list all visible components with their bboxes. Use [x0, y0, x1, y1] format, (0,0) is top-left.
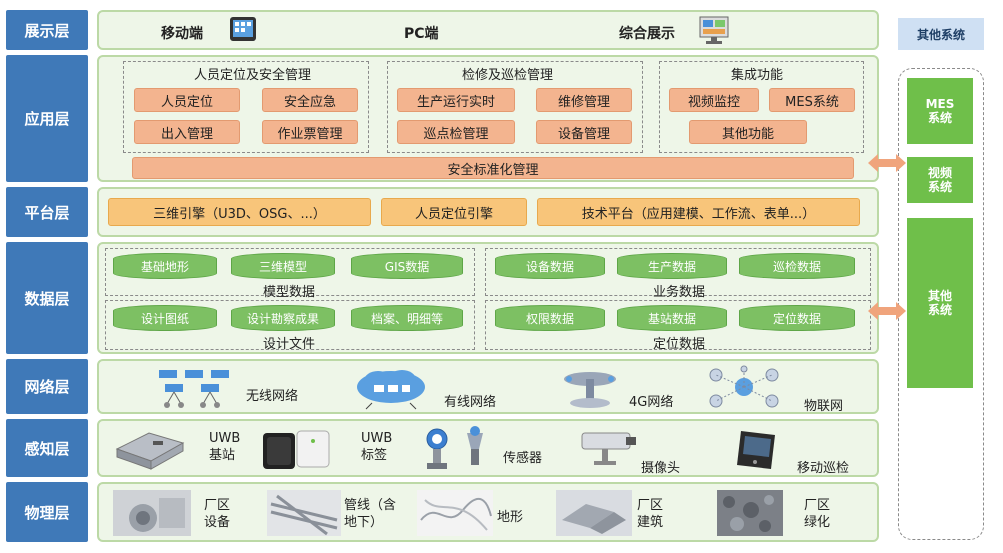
data-item-production: 生产数据 [617, 253, 727, 279]
display-mobile-label: 移动端 [161, 26, 203, 42]
app-item-mes-system: MES系统 [769, 88, 855, 112]
factory-building-image [556, 490, 632, 536]
platform-location-engine: 人员定位引擎 [381, 198, 527, 226]
display-integrated-label: 综合展示 [619, 26, 675, 42]
other-system-other: 其他 系统 [907, 218, 973, 388]
layer-label-display: 展示层 [6, 10, 88, 50]
platform-technology-platform: 技术平台（应用建模、工作流、表单...） [537, 198, 860, 226]
layer-label-application: 应用层 [6, 55, 88, 182]
perception-uwb-station-label: UWB 基站 [209, 431, 241, 463]
app-item-other-functions: 其他功能 [689, 120, 807, 144]
other-systems-title: 其他系统 [898, 18, 984, 50]
physical-pipeline-label: 管线（含 地下） [344, 498, 397, 530]
network-iot-label: 物联网 [804, 399, 844, 414]
data-group-business [485, 248, 871, 296]
data-item-base-station: 基站数据 [617, 305, 727, 331]
camera-icon [581, 432, 636, 465]
factory-equipment-image [113, 490, 191, 536]
data-item-3d-model: 三维模型 [231, 253, 335, 279]
data-item-archives: 档案、明细等 [351, 305, 463, 331]
data-item-design-drawings: 设计图纸 [113, 305, 217, 331]
pipeline-image [267, 490, 341, 536]
data-item-survey-results: 设计勘察成果 [231, 305, 335, 331]
data-integration-arrow [868, 302, 906, 320]
app-group-maintenance [387, 61, 643, 153]
greening-image [717, 490, 783, 536]
platform-panel: 三维引擎（U3D、OSG、...） 人员定位引擎 技术平台（应用建模、工作流、表… [97, 187, 879, 237]
data-item-equipment: 设备数据 [495, 253, 605, 279]
app-item-repair-management: 维修管理 [536, 88, 632, 112]
layer-label-network: 网络层 [6, 359, 88, 414]
network-wireless-label: 无线网络 [246, 389, 299, 404]
other-systems-container [898, 68, 984, 540]
uwb-tag-icon [263, 430, 330, 469]
app-item-personnel-location: 人员定位 [134, 88, 240, 112]
data-group-model [105, 248, 475, 296]
network-wired-label: 有线网络 [444, 395, 497, 410]
application-integration-arrow [868, 154, 906, 172]
app-item-work-permit: 作业票管理 [262, 120, 358, 144]
perception-mobile-patrol-label: 移动巡检 [797, 461, 850, 476]
4g-tower-icon [564, 372, 616, 408]
app-item-patrol-inspection: 巡点检管理 [397, 120, 515, 144]
data-location-caption: 定位数据 [652, 337, 705, 352]
app-group-safety [123, 61, 369, 153]
layer-label-data: 数据层 [6, 242, 88, 354]
terrain-image [417, 490, 493, 536]
layer-label-perception: 感知层 [6, 419, 88, 477]
app-group3-title: 集成功能 [731, 68, 784, 83]
data-business-caption: 业务数据 [652, 285, 705, 300]
perception-sensor-label: 传感器 [503, 451, 543, 466]
layer-label-physical: 物理层 [6, 482, 88, 542]
network-panel: 无线网络 有线网络 4G网络 物联网 [97, 359, 879, 414]
perception-camera-label: 摄像头 [641, 461, 681, 476]
other-system-video: 视频 系统 [907, 157, 973, 203]
physical-panel: 厂区 设备 管线（含 地下） 地形 厂区 建筑 厂区 绿化 [97, 482, 879, 542]
app-item-access-management: 出入管理 [134, 120, 240, 144]
data-group-location [485, 300, 871, 350]
data-item-basic-terrain: 基础地形 [113, 253, 217, 279]
other-system-mes: MES 系统 [907, 78, 973, 144]
data-panel: 基础地形 三维模型 GIS数据 模型数据 设计图纸 设计勘察成果 档案、明细等 … [97, 242, 879, 354]
display-panel: 移动端 PC端 综合展示 [97, 10, 879, 50]
sensor-icon [426, 426, 483, 469]
app-item-video-monitoring: 视频监控 [669, 88, 759, 112]
data-group-design [105, 300, 475, 350]
data-item-gis: GIS数据 [351, 253, 463, 279]
data-item-patrol: 巡检数据 [739, 253, 855, 279]
app-group-integration [659, 61, 864, 153]
app-group1-title: 人员定位及安全管理 [194, 68, 312, 83]
data-item-permission: 权限数据 [495, 305, 605, 331]
data-model-caption: 模型数据 [262, 285, 315, 300]
application-panel: 人员定位及安全管理 人员定位 安全应急 出入管理 作业票管理 检修及巡检管理 生… [97, 55, 879, 182]
physical-building-label: 厂区 建筑 [637, 498, 664, 530]
platform-3d-engine: 三维引擎（U3D、OSG、...） [108, 198, 371, 226]
tablet-icon [230, 17, 256, 41]
physical-greening-label: 厂区 绿化 [804, 498, 831, 530]
app-group2-title: 检修及巡检管理 [462, 68, 554, 83]
app-item-safety-emergency: 安全应急 [262, 88, 358, 112]
mobile-patrol-device-icon [737, 431, 775, 469]
perception-panel: UWB 基站 UWB 标签 传感器 摄像头 移动巡检 [97, 419, 879, 477]
app-item-equipment-management: 设备管理 [536, 120, 632, 144]
layer-label-platform: 平台层 [6, 187, 88, 237]
wireless-network-icon [159, 370, 229, 408]
physical-equipment-label: 厂区 设备 [204, 498, 231, 530]
wired-network-cloud-icon [357, 370, 425, 410]
perception-uwb-tag-label: UWB 标签 [361, 431, 393, 463]
data-design-caption: 设计文件 [262, 337, 315, 352]
data-item-positioning: 定位数据 [739, 305, 855, 331]
dashboard-screen-icon [699, 16, 729, 44]
physical-terrain-label: 地形 [497, 510, 524, 525]
app-safety-standardization-bar: 安全标准化管理 [132, 157, 854, 179]
app-item-production-realtime: 生产运行实时 [397, 88, 515, 112]
uwb-base-station-icon [115, 432, 185, 470]
display-pc-label: PC端 [404, 26, 439, 42]
iot-network-icon [709, 365, 779, 408]
network-4g-label: 4G网络 [629, 395, 674, 410]
